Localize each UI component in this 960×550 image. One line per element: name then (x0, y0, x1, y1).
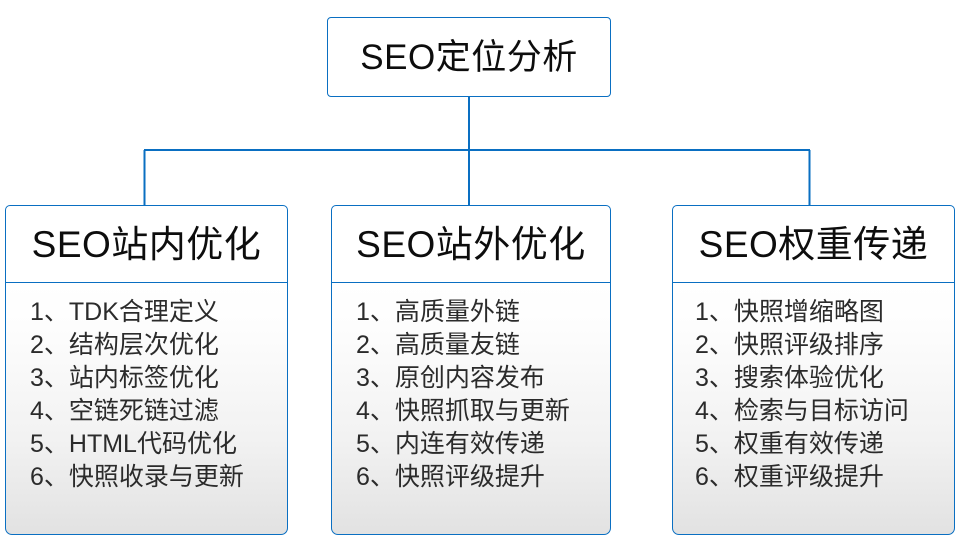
branch-1-header: SEO站内优化 (5, 205, 288, 283)
list-item-label: 结构层次优化 (68, 331, 219, 359)
list-item: 5、HTML代码优化 (6, 428, 287, 461)
list-item-label: 高质量友链 (394, 331, 520, 359)
list-item-label: 高质量外链 (394, 298, 520, 326)
branch-1-title: SEO站内优化 (31, 223, 262, 265)
branch-2-title: SEO站外优化 (356, 223, 586, 265)
list-item: 1、TDK合理定义 (6, 296, 287, 329)
list-item-label: HTML代码优化 (68, 430, 237, 458)
list-item-label: 搜索体验优化 (733, 364, 884, 392)
list-item: 2、快照评级排序 (673, 329, 954, 362)
list-item-index: 3、 (356, 364, 395, 392)
list-item: 6、权重评级提升 (673, 461, 954, 494)
list-item-index: 4、 (356, 397, 395, 425)
branch-column-3: SEO权重传递 1、快照增缩略图 2、快照评级排序 3、搜索体验优化 4、检索与… (672, 205, 955, 535)
list-item-label: 检索与目标访问 (733, 397, 909, 425)
list-item-index: 2、 (30, 331, 69, 359)
list-item-index: 1、 (30, 298, 69, 326)
list-item-label: 空链死链过滤 (68, 397, 219, 425)
list-item-label: 快照收录与更新 (68, 463, 244, 491)
list-item-index: 1、 (695, 298, 734, 326)
branch-3-list: 1、快照增缩略图 2、快照评级排序 3、搜索体验优化 4、检索与目标访问 5、权… (672, 283, 955, 535)
list-item-label: 快照增缩略图 (733, 298, 884, 326)
list-item-index: 4、 (30, 397, 69, 425)
list-item: 1、高质量外链 (332, 296, 610, 329)
list-item-label: 原创内容发布 (394, 364, 545, 392)
list-item-index: 6、 (30, 463, 69, 491)
branch-2-header: SEO站外优化 (331, 205, 611, 283)
list-item-label: 权重有效传递 (733, 430, 884, 458)
list-item-index: 3、 (30, 364, 69, 392)
list-item: 6、快照收录与更新 (6, 461, 287, 494)
list-item: 6、快照评级提升 (332, 461, 610, 494)
list-item: 5、内连有效传递 (332, 428, 610, 461)
list-item-label: 站内标签优化 (68, 364, 219, 392)
list-item-index: 4、 (695, 397, 734, 425)
branch-2-list: 1、高质量外链 2、高质量友链 3、原创内容发布 4、快照抓取与更新 5、内连有… (331, 283, 611, 535)
list-item-index: 3、 (695, 364, 734, 392)
list-item: 2、高质量友链 (332, 329, 610, 362)
list-item: 3、搜索体验优化 (673, 362, 954, 395)
list-item: 4、快照抓取与更新 (332, 395, 610, 428)
list-item-label: TDK合理定义 (68, 298, 219, 326)
list-item: 4、检索与目标访问 (673, 395, 954, 428)
list-item-label: 权重评级提升 (733, 463, 884, 491)
list-item-index: 5、 (356, 430, 395, 458)
branch-3-header: SEO权重传递 (672, 205, 955, 283)
list-item-index: 1、 (356, 298, 395, 326)
branch-3-title: SEO权重传递 (698, 223, 929, 265)
list-item-label: 快照抓取与更新 (394, 397, 570, 425)
list-item-label: 快照评级排序 (733, 331, 884, 359)
list-item-index: 5、 (30, 430, 69, 458)
list-item: 3、站内标签优化 (6, 362, 287, 395)
list-item-index: 6、 (695, 463, 734, 491)
list-item-index: 6、 (356, 463, 395, 491)
list-item-index: 2、 (695, 331, 734, 359)
list-item-label: 内连有效传递 (394, 430, 545, 458)
list-item: 2、结构层次优化 (6, 329, 287, 362)
root-node: SEO定位分析 (327, 17, 611, 97)
list-item: 3、原创内容发布 (332, 362, 610, 395)
list-item-index: 2、 (356, 331, 395, 359)
root-node-title: SEO定位分析 (360, 37, 578, 77)
branch-column-1: SEO站内优化 1、TDK合理定义 2、结构层次优化 3、站内标签优化 4、空链… (5, 205, 288, 535)
list-item: 5、权重有效传递 (673, 428, 954, 461)
list-item: 4、空链死链过滤 (6, 395, 287, 428)
list-item-index: 5、 (695, 430, 734, 458)
branch-1-list: 1、TDK合理定义 2、结构层次优化 3、站内标签优化 4、空链死链过滤 5、H… (5, 283, 288, 535)
list-item: 1、快照增缩略图 (673, 296, 954, 329)
branch-column-2: SEO站外优化 1、高质量外链 2、高质量友链 3、原创内容发布 4、快照抓取与… (331, 205, 611, 535)
list-item-label: 快照评级提升 (394, 463, 545, 491)
